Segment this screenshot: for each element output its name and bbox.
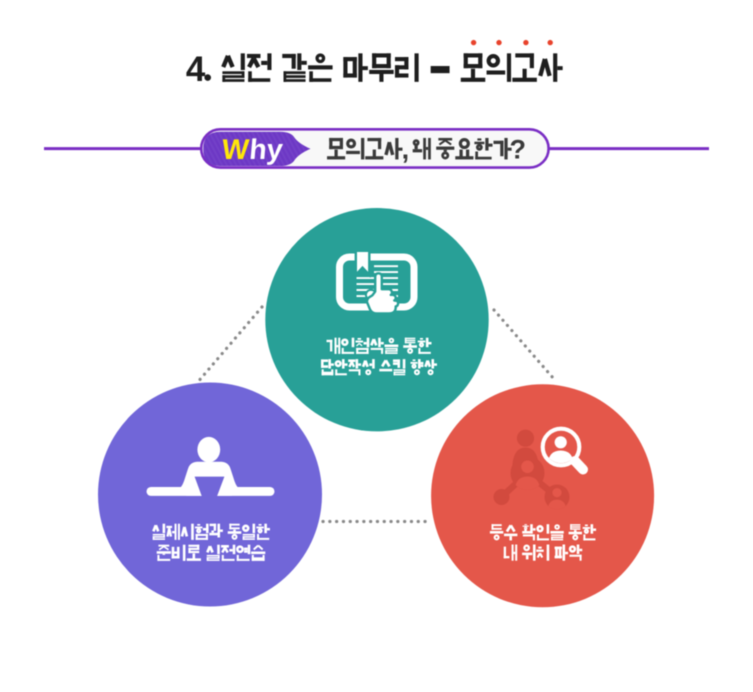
svg-text:hy: hy (248, 134, 284, 166)
svg-text:?: ? (510, 135, 527, 165)
svg-text:4: 4 (186, 50, 206, 89)
svg-text:,: , (402, 135, 410, 165)
svg-text:W: W (220, 134, 250, 166)
